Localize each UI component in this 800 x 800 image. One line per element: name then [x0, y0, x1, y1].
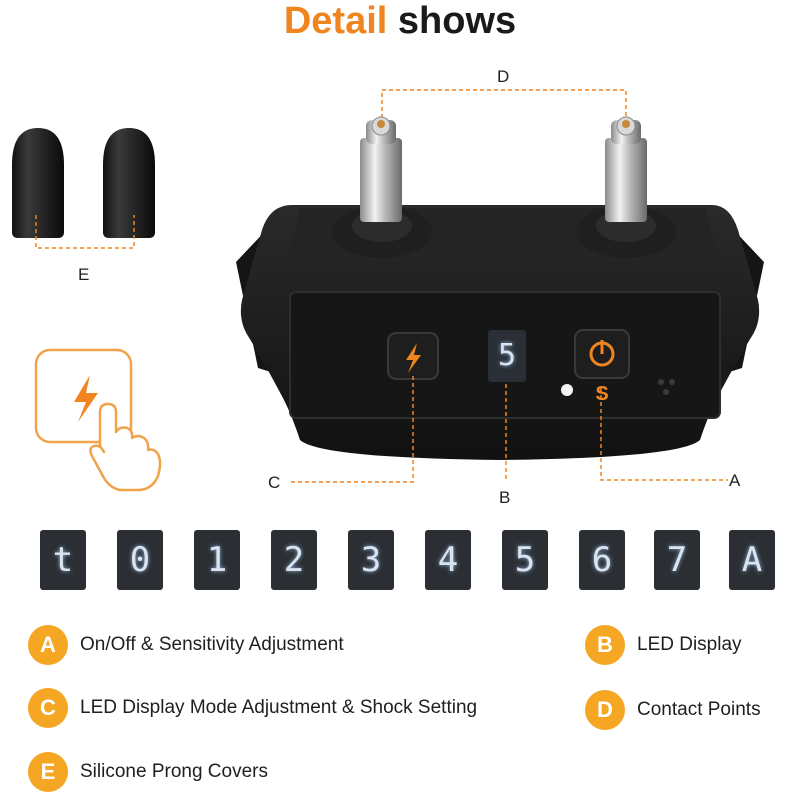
legend-text: LED Display Mode Adjustment & Shock Sett…	[80, 697, 478, 718]
callout-label-c: C	[268, 473, 281, 492]
shock-button	[387, 332, 439, 380]
legend-item-d: D Contact Points	[585, 688, 761, 732]
legend-item-a: A On/Off & Sensitivity Adjustment	[28, 623, 344, 667]
legend-item-c: C LED Display Mode Adjustment & Shock Se…	[28, 686, 477, 730]
callout-label-b: B	[499, 488, 511, 507]
callout-label-a: A	[729, 471, 741, 490]
power-button-label: S	[595, 383, 609, 405]
legend-badge: A	[28, 625, 68, 665]
display-mode-digit: 3	[348, 530, 394, 590]
led-display	[488, 330, 526, 382]
page-title: Detail shows	[0, 0, 800, 42]
speaker-holes	[658, 379, 675, 395]
callout-e-line	[35, 215, 135, 249]
legend-badge: D	[585, 690, 625, 730]
collar-receiver	[236, 116, 764, 460]
display-mode-digit: t	[40, 530, 86, 590]
legend-item-e: E Silicone Prong Covers	[28, 750, 268, 794]
prong-cover-left	[12, 128, 64, 238]
callout-label-e: E	[78, 265, 90, 284]
display-mode-digit: 2	[271, 530, 317, 590]
lightning-icon	[406, 343, 421, 373]
contact-point-right	[605, 116, 647, 222]
callout-label-d: D	[497, 67, 510, 86]
display-mode-strip: t 0 1 2 3 4 5 6 7 A	[0, 530, 800, 592]
display-mode-digit: 1	[194, 530, 240, 590]
display-mode-digit: 6	[579, 530, 625, 590]
legend-text: LED Display	[637, 634, 742, 655]
legend-badge: B	[585, 625, 625, 665]
title-highlight: Detail	[283, 0, 388, 42]
callout-c-line	[288, 376, 414, 483]
title-rest: shows	[397, 0, 517, 42]
product-illustration	[12, 89, 764, 492]
legend-text: On/Off & Sensitivity Adjustment	[80, 634, 344, 655]
lightning-icon	[74, 375, 98, 422]
power-button	[574, 329, 630, 379]
callout-a-line	[600, 388, 728, 481]
display-mode-digit: 7	[654, 530, 700, 590]
display-mode-digit: 4	[425, 530, 471, 590]
legend-text: Silicone Prong Covers	[80, 761, 268, 782]
display-mode-digit: 0	[117, 530, 163, 590]
status-led	[561, 384, 573, 396]
led-display-value: 5	[497, 338, 517, 373]
callout-d-line	[381, 89, 627, 125]
legend-item-b: B LED Display	[585, 623, 742, 667]
legend-badge: C	[28, 688, 68, 728]
tap-illustration	[34, 348, 162, 492]
legend-text: Contact Points	[637, 699, 761, 720]
display-mode-digit: A	[729, 530, 775, 590]
prong-cover-right	[103, 128, 155, 238]
contact-point-left	[360, 116, 402, 222]
display-mode-digit: 5	[502, 530, 548, 590]
legend-badge: E	[28, 752, 68, 792]
pointing-hand-icon	[89, 402, 162, 492]
